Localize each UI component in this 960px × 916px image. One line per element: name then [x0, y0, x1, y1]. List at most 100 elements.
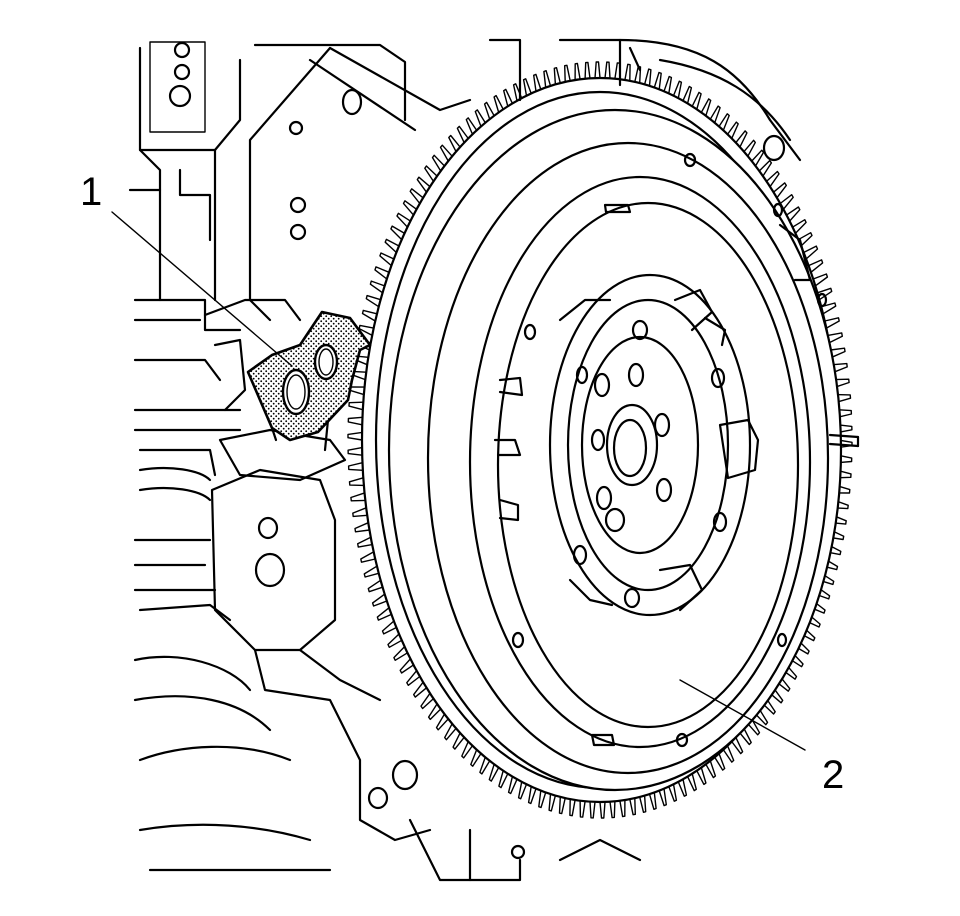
gear-tooth	[825, 543, 842, 556]
flywheel-holder-tool	[246, 310, 372, 442]
gear-tooth	[409, 188, 424, 205]
gear-tooth	[406, 670, 421, 686]
gear-tooth	[822, 558, 839, 571]
gear-tooth	[479, 756, 491, 775]
engine-block	[128, 38, 802, 882]
gear-tooth	[470, 748, 482, 767]
gear-tooth	[731, 736, 744, 755]
gear-tooth	[522, 78, 532, 97]
gear-tooth	[696, 766, 707, 786]
gear-tooth	[747, 718, 761, 736]
gear-tooth	[474, 109, 486, 128]
gear-tooth	[686, 773, 697, 792]
gear-tooth	[369, 280, 386, 294]
gear-tooth	[444, 723, 457, 741]
gear-tooth	[836, 469, 852, 479]
gear-tooth	[348, 477, 365, 487]
gear-tooth	[837, 424, 853, 434]
gear-tooth	[634, 65, 642, 84]
callout-label-1: 1	[80, 170, 103, 214]
gear-tooth	[350, 492, 366, 502]
gear-tooth	[663, 75, 673, 95]
gear-tooth	[413, 681, 428, 698]
gear-tooth	[776, 675, 791, 692]
gear-tooth	[629, 797, 636, 816]
gear-tooth	[367, 579, 384, 593]
gear-tooth	[782, 664, 798, 680]
gear-tooth	[533, 73, 542, 92]
gear-tooth	[624, 63, 631, 82]
gear-tooth	[594, 61, 601, 79]
gear-tooth	[498, 770, 509, 789]
gear-tooth	[416, 176, 431, 193]
gear-tooth	[553, 67, 561, 86]
gear-tooth	[828, 529, 845, 541]
gear-tooth	[349, 386, 366, 396]
gear-tooth	[700, 98, 712, 117]
gear-tooth	[834, 378, 850, 388]
gear-tooth	[802, 245, 819, 260]
gear-tooth	[435, 713, 449, 731]
gear-tooth	[589, 801, 596, 819]
gear-tooth	[718, 113, 730, 132]
gear-tooth	[739, 727, 752, 746]
gear-tooth	[465, 117, 478, 136]
gear-tooth	[402, 200, 418, 216]
gear-tooth	[352, 507, 368, 518]
gear-tooth	[814, 586, 831, 600]
gear-tooth	[548, 793, 557, 812]
gear-tooth	[824, 317, 840, 329]
gear-tooth	[427, 703, 442, 721]
gear-tooth	[439, 144, 453, 162]
gear-tooth	[569, 798, 576, 817]
gear-tooth	[354, 522, 371, 533]
gear-tooth	[393, 645, 409, 661]
gear-tooth	[543, 70, 552, 89]
gear-tooth	[517, 781, 528, 800]
gear-tooth	[705, 760, 717, 779]
gear-tooth	[785, 206, 801, 222]
gear-tooth	[691, 91, 702, 110]
gear-tooth	[604, 61, 611, 79]
gear-tooth	[835, 393, 852, 403]
gear-tooth	[538, 789, 547, 809]
gear-tooth	[832, 362, 848, 373]
gear-tooth	[834, 484, 851, 494]
gear-tooth	[758, 159, 773, 177]
gear-tooth	[797, 232, 813, 247]
gear-tooth	[614, 62, 621, 80]
gear-tooth	[564, 64, 571, 83]
gear-tooth	[347, 446, 363, 456]
gear-tooth	[574, 62, 581, 81]
gear-tooth	[794, 639, 810, 655]
gear-tooth	[743, 139, 756, 157]
gear-tooth	[658, 788, 667, 807]
gear-tooth	[381, 620, 398, 635]
gear-tooth	[751, 149, 765, 167]
gear-tooth	[769, 687, 784, 704]
gear-tooth	[800, 626, 816, 642]
gear-tooth	[424, 165, 438, 183]
gear-tooth	[558, 796, 566, 815]
gear-tooth	[493, 94, 504, 114]
gear-tooth	[807, 259, 824, 273]
gear-tooth	[599, 801, 606, 819]
gear-tooth	[358, 324, 375, 337]
gear-tooth	[714, 752, 726, 771]
gear-tooth	[639, 794, 647, 813]
gear-tooth	[829, 347, 846, 358]
gear-tooth	[833, 499, 849, 510]
gear-tooth	[503, 88, 514, 107]
gear-tooth	[820, 302, 837, 315]
gear-tooth	[365, 294, 382, 308]
gear-tooth	[836, 454, 853, 464]
gear-tooth	[507, 775, 518, 795]
gear-tooth	[677, 778, 688, 797]
gear-tooth	[363, 565, 380, 578]
gear-tooth	[512, 83, 523, 102]
gear-tooth	[431, 154, 446, 172]
gear-tooth	[396, 212, 412, 228]
gear-tooth	[672, 80, 683, 99]
gear-tooth	[765, 170, 780, 188]
